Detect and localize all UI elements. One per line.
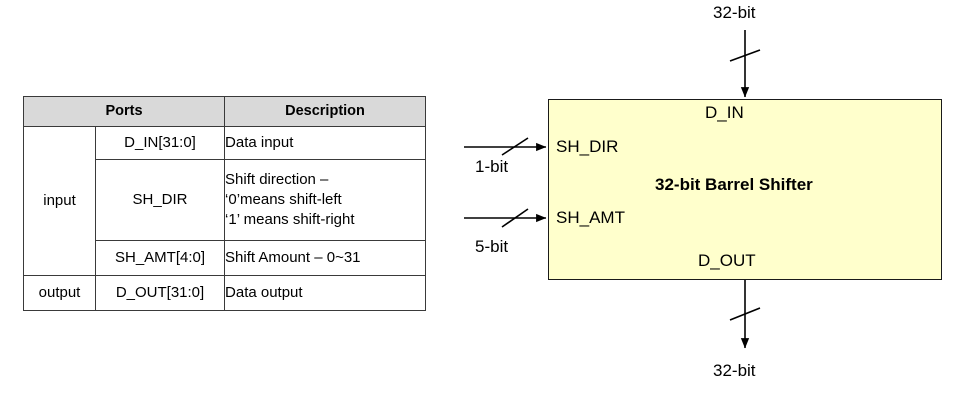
table-row: input D_IN[31:0] Data input (23, 126, 427, 276)
direction-cell-output: output (23, 275, 96, 311)
wire-sh-amt (464, 208, 547, 228)
wire-label-sh-dir-width: 1-bit (475, 157, 509, 176)
port-cell-sh-amt: SH_AMT[4:0] (94, 240, 226, 276)
wire-d-out (729, 280, 761, 349)
barrel-shifter-block (548, 99, 942, 280)
wire-label-sh-amt-width: 5-bit (475, 237, 509, 256)
description-cell-sh-dir: Shift direction – ‘0’means shift-left ‘1… (224, 159, 427, 241)
bus-slash-icon (501, 137, 529, 156)
port-cell-d-out: D_OUT[31:0] (94, 275, 226, 311)
block-title: 32-bit Barrel Shifter (655, 175, 813, 194)
port-label-d-in: D_IN (705, 103, 744, 122)
diagram-wires (464, 30, 761, 349)
column-header-ports: Ports (22, 96, 226, 127)
ports-table: Ports Description input D_IN[31:0] Data … (22, 96, 427, 311)
wire-sh-dir (464, 137, 547, 156)
port-label-d-out: D_OUT (698, 251, 756, 270)
port-label-sh-dir: SH_DIR (556, 137, 619, 156)
block-diagram: D_IN SH_DIR 32-bit Barrel Shifter SH_AMT… (440, 0, 964, 406)
description-cell-d-out: Data output (224, 275, 427, 311)
table-row: SH_DIR Shift direction – ‘0’means shift-… (24, 159, 427, 241)
description-line: Shift direction – (225, 171, 329, 189)
port-label-sh-amt: SH_AMT (556, 208, 625, 227)
bus-slash-icon (729, 49, 761, 62)
wire-d-in (729, 30, 761, 98)
description-cell-sh-amt: Shift Amount – 0~31 (224, 240, 427, 276)
description-line: ‘1’ means shift-right (225, 210, 355, 228)
description-line: ‘0’means shift-left (225, 191, 342, 209)
table-row: SH_AMT[4:0] Shift Amount – 0~31 (24, 240, 427, 276)
bus-slash-icon (729, 307, 761, 321)
table-row: output D_OUT[31:0] Data output (23, 275, 427, 311)
port-cell-d-in: D_IN[31:0] (94, 126, 226, 160)
description-cell-d-in: Data input (224, 126, 427, 160)
column-header-description: Description (224, 96, 427, 127)
table-header-row: Ports Description (22, 96, 427, 127)
direction-cell-input: input (23, 126, 96, 276)
port-cell-sh-dir: SH_DIR (94, 159, 226, 241)
wire-label-bottom-width: 32-bit (713, 361, 756, 380)
bus-slash-icon (501, 208, 529, 228)
wire-label-top-width: 32-bit (713, 3, 756, 22)
